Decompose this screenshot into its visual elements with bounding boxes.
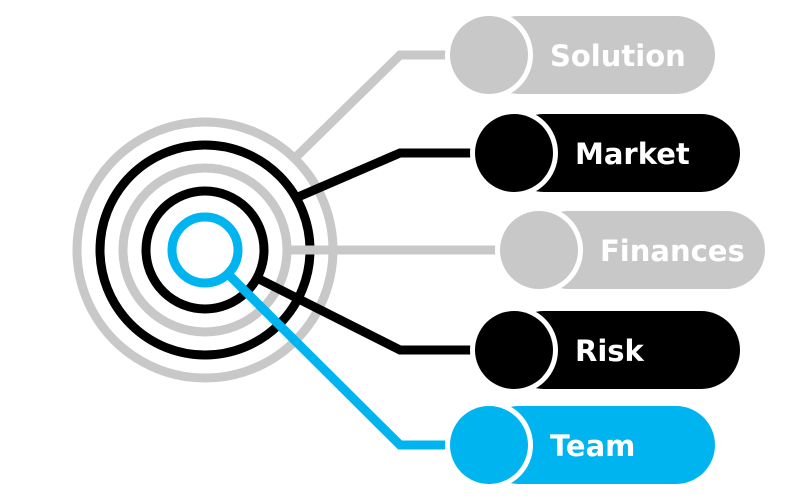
pill-dot-icon [450, 16, 528, 94]
pill-market[interactable]: Market [470, 109, 740, 197]
pill-label: Finances [600, 234, 745, 268]
pill-body [505, 311, 740, 389]
pill-body [505, 114, 740, 192]
ring-2 [118, 163, 292, 337]
ring-4 [167, 212, 243, 288]
pill-body [480, 16, 715, 94]
pill-finances[interactable]: Finances [495, 206, 765, 294]
pill-body [480, 406, 715, 484]
connector-solution [289, 50, 470, 164]
connector-market [296, 148, 495, 202]
connector-risk [254, 273, 495, 355]
pill-dot-icon [475, 311, 553, 389]
pill-solution[interactable]: Solution [445, 11, 715, 99]
ring-3 [141, 186, 269, 314]
pill-dot-icon [475, 114, 553, 192]
pill-risk[interactable]: Risk [470, 306, 740, 394]
pill-dot-icon [450, 406, 528, 484]
pill-label: Team [550, 429, 635, 463]
pill-body [530, 211, 765, 289]
pill-team[interactable]: Team [445, 401, 715, 489]
pill-label: Solution [550, 39, 686, 73]
pill-dot-icon [500, 211, 578, 289]
pill-label: Risk [575, 334, 645, 368]
connector-lines [225, 50, 520, 450]
pill-label: Market [575, 137, 690, 171]
